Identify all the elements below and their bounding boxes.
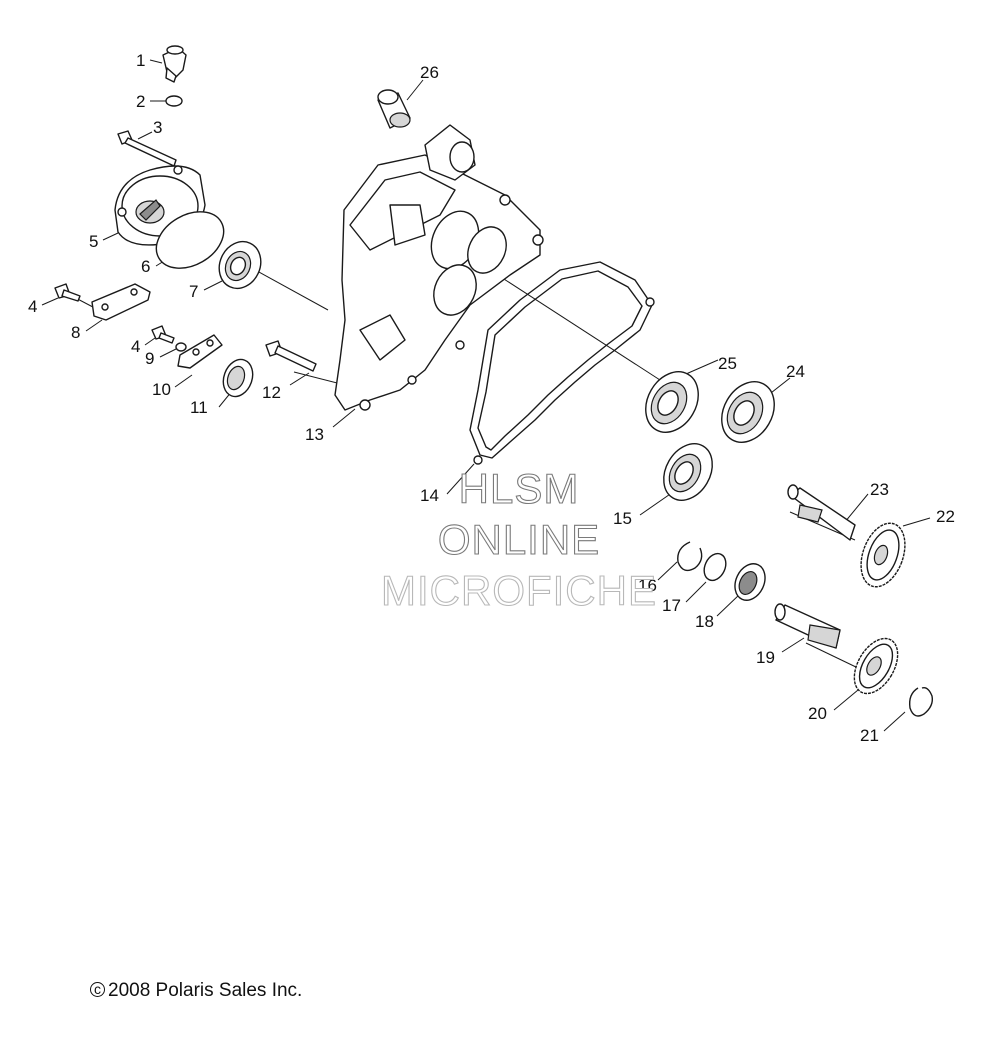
callout-23: 23 [870, 480, 889, 499]
watermark-line-2: ONLINE [438, 516, 600, 563]
part-23-shaft [787, 484, 856, 541]
part-22-gear [860, 522, 906, 588]
callout-4: 4 [28, 297, 37, 316]
callout-5: 5 [89, 232, 98, 251]
watermark: HLSM ONLINE MICROFICHE [380, 464, 657, 614]
callout-26: 26 [420, 63, 439, 82]
callout-24: 24 [786, 362, 805, 381]
part-21-snap-ring [908, 686, 934, 717]
part-26-bushing [377, 89, 476, 181]
callout-16: 16 [638, 576, 657, 595]
part-3-bolt [117, 130, 177, 167]
callout-22: 22 [936, 507, 955, 526]
callout-15: 15 [613, 509, 632, 528]
callout-6: 6 [141, 257, 150, 276]
part-4-bolt-upper [54, 283, 81, 302]
copyright-symbol: c [90, 982, 105, 997]
callout-19: 19 [756, 648, 775, 667]
part-11-seal [222, 358, 254, 398]
watermark-line-1: HLSM [459, 465, 580, 512]
part-9-washer [175, 342, 187, 352]
callout-13: 13 [305, 425, 324, 444]
part-14-gasket [469, 261, 655, 465]
callout-14: 14 [420, 486, 439, 505]
callout-labels: 1 2 3 4 5 6 7 8 4 9 10 11 12 13 14 15 16… [28, 51, 955, 745]
callout-21: 21 [860, 726, 879, 745]
callout-9: 9 [145, 349, 154, 368]
callout-2: 2 [136, 92, 145, 111]
part-13-case-cover [334, 154, 544, 411]
callout-17: 17 [662, 596, 681, 615]
part-17-ring [703, 552, 727, 582]
part-7-seal [218, 240, 262, 290]
callout-7: 7 [189, 282, 198, 301]
part-6-o-ring [155, 211, 225, 269]
part-15-bearing [663, 443, 713, 501]
part-8-plate [91, 283, 151, 321]
part-25-bearing [645, 371, 699, 433]
callout-4b: 4 [131, 337, 140, 356]
callout-8: 8 [71, 323, 80, 342]
callout-11: 11 [190, 398, 208, 417]
copyright-text: 2008 Polaris Sales Inc. [108, 980, 303, 1001]
watermark-line-3: MICROFICHE [381, 567, 657, 614]
callout-1: 1 [136, 51, 145, 70]
part-16-snap-ring [677, 541, 703, 572]
part-19-shaft [774, 603, 841, 649]
callout-12: 12 [262, 383, 281, 402]
callout-25: 25 [718, 354, 737, 373]
part-20-gear [853, 637, 899, 695]
part-18-needle-bearing [734, 563, 766, 601]
part-2-o-ring [165, 95, 183, 107]
part-24-bearing [721, 381, 775, 443]
part-10-breather [177, 334, 223, 369]
callout-10: 10 [152, 380, 171, 399]
part-1-fitting [162, 45, 187, 83]
part-4-bolt-lower [151, 325, 175, 344]
callout-18: 18 [695, 612, 714, 631]
part-12-bolt [265, 340, 317, 372]
callout-3: 3 [153, 118, 162, 137]
callout-20: 20 [808, 704, 827, 723]
